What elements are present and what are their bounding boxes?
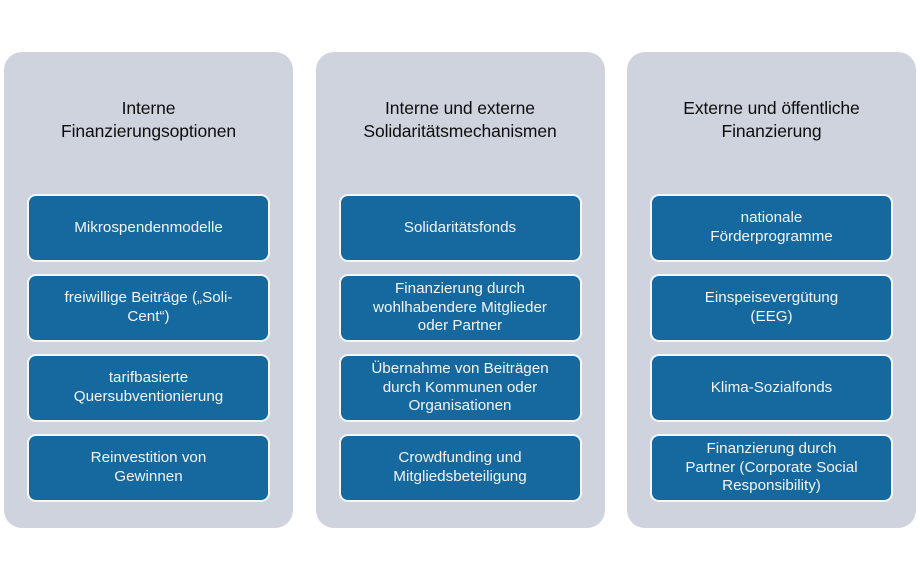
- list-item[interactable]: Reinvestition von Gewinnen: [27, 434, 270, 502]
- list-item[interactable]: tarifbasierte Quersubventionierung: [27, 354, 270, 422]
- list-item[interactable]: Crowdfunding und Mitgliedsbeteiligung: [338, 434, 582, 502]
- column-externe-und-oeffentliche-finanzierung: Externe und öffentliche Finanzierung nat…: [627, 52, 916, 528]
- list-item[interactable]: nationale Förderprogramme: [650, 194, 893, 262]
- list-item[interactable]: Übernahme von Beiträgen durch Kommunen o…: [338, 354, 582, 422]
- list-item[interactable]: Finanzierung durch wohlhabendere Mitglie…: [338, 274, 582, 342]
- column-item-list: nationale Förderprogramme Einspeisevergü…: [650, 194, 893, 528]
- list-item[interactable]: Einspeisevergütung (EEG): [650, 274, 893, 342]
- list-item[interactable]: Solidaritätsfonds: [338, 194, 582, 262]
- column-interne-finanzierungsoptionen: Interne Finanzierungsoptionen Mikrospend…: [4, 52, 293, 528]
- list-item[interactable]: Klima-Sozialfonds: [650, 354, 893, 422]
- column-title: Interne und externe Solidaritätsmechanis…: [363, 97, 557, 141]
- list-item[interactable]: Mikrospendenmodelle: [27, 194, 270, 262]
- list-item[interactable]: freiwillige Beiträge („Soli- Cent“): [27, 274, 270, 342]
- column-interne-und-externe-solidaritaetsmechanismen: Interne und externe Solidaritätsmechanis…: [315, 52, 605, 528]
- column-item-list: Mikrospendenmodelle freiwillige Beiträge…: [27, 194, 270, 528]
- column-item-list: Solidaritätsfonds Finanzierung durch woh…: [338, 194, 582, 528]
- list-item[interactable]: Finanzierung durch Partner (Corporate So…: [650, 434, 893, 502]
- column-title: Interne Finanzierungsoptionen: [61, 97, 236, 141]
- column-title: Externe und öffentliche Finanzierung: [683, 97, 860, 141]
